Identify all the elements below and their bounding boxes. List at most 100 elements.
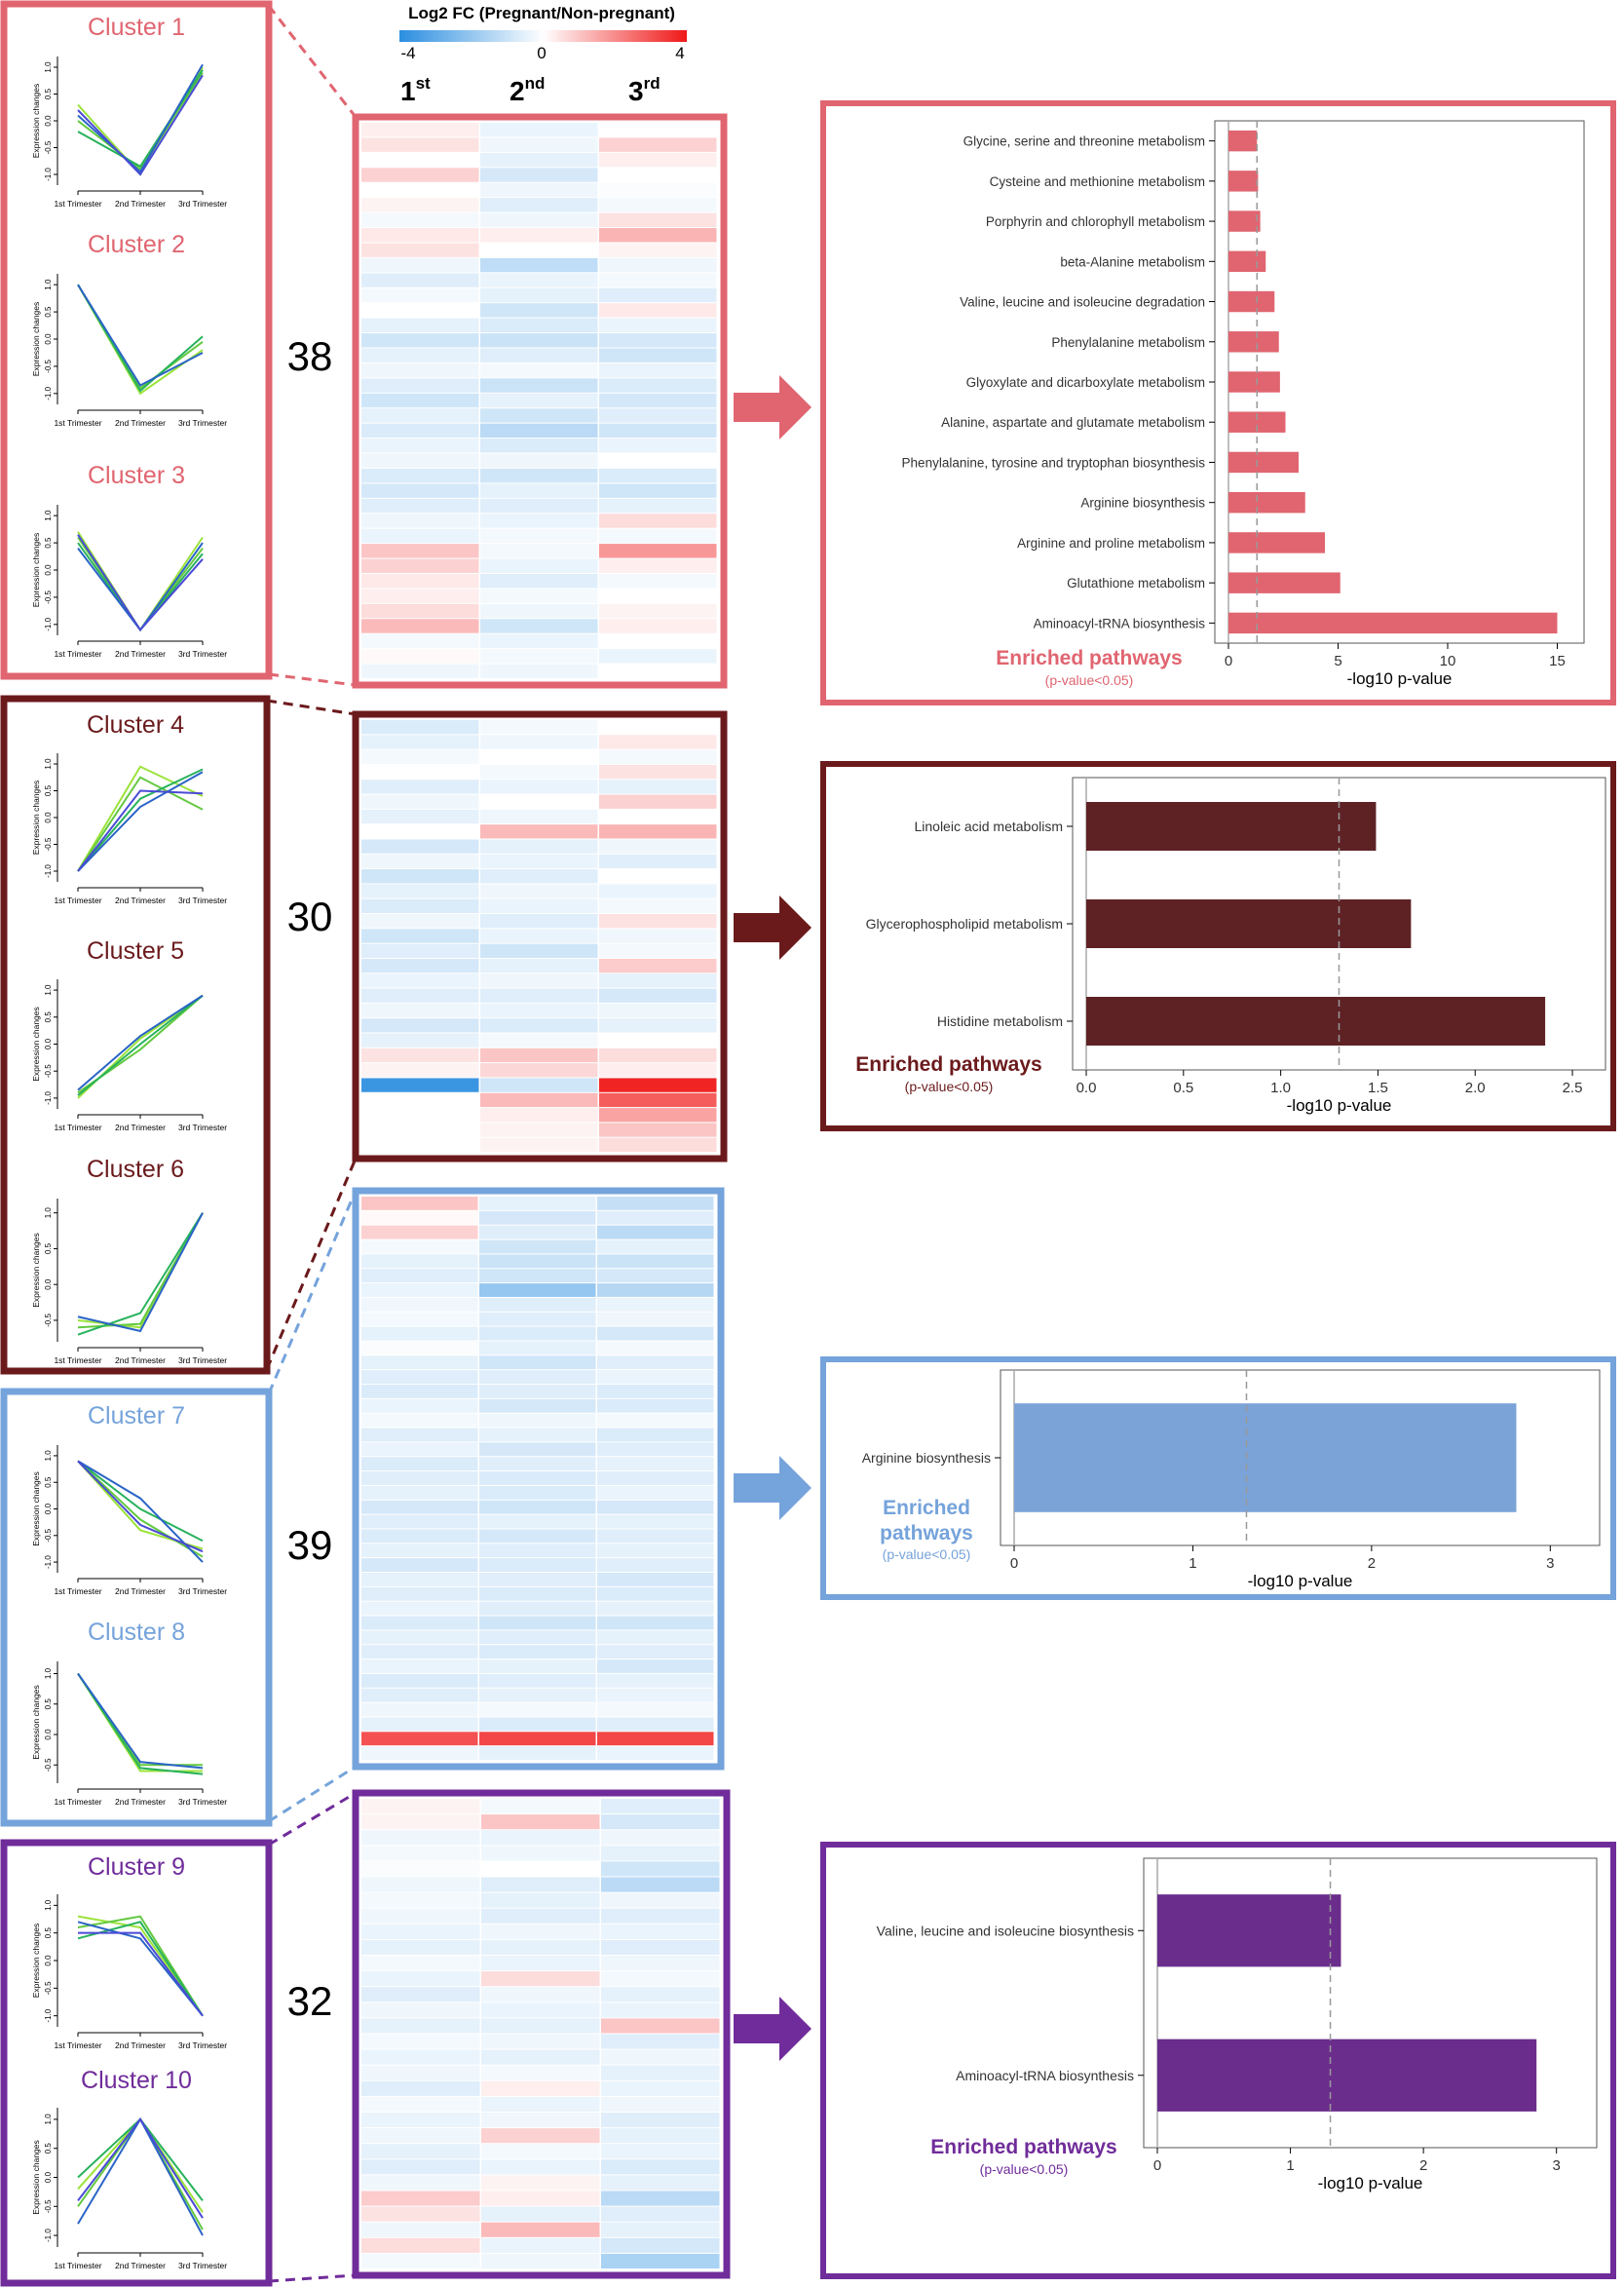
- heatmap-cell: [597, 1529, 714, 1544]
- heatmap-cell: [361, 2222, 480, 2237]
- heatmap-cell: [480, 1033, 598, 1048]
- heatmap-cell: [597, 1485, 714, 1500]
- y-tick-label: 1.0: [44, 2114, 53, 2125]
- heatmap-cell: [480, 514, 598, 528]
- heatmap-cell: [599, 468, 717, 483]
- heatmap-cell: [601, 2080, 720, 2096]
- y-axis-label: Expression changes: [31, 1924, 41, 1999]
- heatmap-cell: [601, 2065, 720, 2080]
- enrichment-panel: Linoleic acid metabolismGlycerophospholi…: [820, 761, 1616, 1131]
- heatmap-cell: [361, 1471, 478, 1485]
- cluster-series-line: [77, 1921, 204, 2017]
- heatmap-cell: [601, 2237, 720, 2253]
- y-tick-label: 0.5: [44, 88, 53, 99]
- heatmap-cell: [599, 1078, 717, 1092]
- heatmap-cell: [361, 273, 479, 287]
- heatmap-cell: [599, 749, 717, 764]
- cluster-series-line: [77, 1672, 204, 1775]
- heatmap-cell: [599, 1137, 717, 1152]
- y-tick-label: 0.0: [44, 812, 53, 823]
- x-tick-label: 1: [1189, 1555, 1196, 1572]
- heatmap-cell: [601, 1877, 720, 1892]
- x-tick-label: 1st Trimester: [54, 1123, 101, 1132]
- cluster-series-line: [77, 542, 204, 632]
- heatmap-cell: [597, 1558, 714, 1572]
- heatmap-cell: [480, 1018, 598, 1033]
- heatmap-cell: [361, 1799, 480, 1814]
- heatmap-cell: [480, 362, 598, 378]
- heatmap-cell: [479, 1398, 596, 1413]
- y-tick-label: 0.5: [44, 784, 53, 796]
- heatmap-cell: [361, 2144, 480, 2159]
- heatmap-cell: [599, 884, 717, 898]
- heatmap-cell: [601, 2049, 720, 2065]
- heatmap-cell: [361, 839, 479, 854]
- pathway-label: Glyoxylate and dicarboxylate metabolism: [966, 375, 1205, 390]
- heatmap-cell: [480, 1092, 598, 1108]
- heatmap-cell: [361, 1673, 478, 1688]
- heatmap-cell: [479, 1413, 596, 1428]
- heatmap-cell: [361, 1018, 479, 1033]
- heatmap-cell: [601, 2191, 720, 2206]
- heatmap-cell: [361, 780, 479, 794]
- cluster-series-line: [77, 1212, 204, 1336]
- cluster-title: Cluster 1: [88, 14, 185, 41]
- heatmap-cell: [597, 1616, 714, 1630]
- heatmap-cell: [479, 1717, 596, 1732]
- heatmap-cell: [361, 408, 479, 423]
- x-tick-label: 1.5: [1368, 1080, 1388, 1096]
- x-tick-label: 1st Trimester: [54, 1586, 101, 1596]
- heatmap-cell: [361, 1033, 479, 1048]
- x-tick-label: 0: [1153, 2157, 1161, 2174]
- heatmap-cell: [599, 273, 717, 287]
- heatmap-cell: [361, 1283, 478, 1297]
- pathway-bar: [1228, 572, 1341, 593]
- heatmap-cell: [597, 1688, 714, 1702]
- heatmap-cell: [599, 794, 717, 809]
- y-tick-label: 1.0: [44, 510, 53, 521]
- x-tick-label: 2nd Trimester: [115, 199, 166, 209]
- heatmap-cell: [599, 483, 717, 498]
- heatmap-cell: [480, 168, 598, 182]
- x-tick-label: 1st Trimester: [54, 418, 101, 428]
- heatmap-cell: [361, 483, 479, 498]
- heatmap-cell: [480, 393, 598, 408]
- heatmap-cell: [479, 1659, 596, 1673]
- heatmap-cell: [480, 348, 598, 362]
- heatmap-cell: [599, 287, 717, 303]
- heatmap-cell: [601, 2002, 720, 2018]
- heatmap-cell: [599, 198, 717, 212]
- pathway-bar: [1228, 210, 1261, 232]
- y-tick-label: 0.0: [44, 115, 53, 127]
- fold-change-legend: Log2 FC (Pregnant/Non-pregnant) -4 0 4: [399, 4, 687, 62]
- x-tick-label: 1st Trimester: [54, 1797, 101, 1807]
- x-tick-label: 1: [1286, 2157, 1294, 2174]
- heatmap-cell: [480, 854, 598, 869]
- y-tick-label: -1.0: [44, 2008, 53, 2022]
- heatmap-cell: [599, 1092, 717, 1108]
- heatmap-cell: [599, 839, 717, 854]
- cluster-series-line: [77, 776, 204, 872]
- heatmap-cell: [479, 1702, 596, 1717]
- cluster-series-line: [77, 994, 204, 1091]
- cluster-group-box: [0, 1388, 273, 1827]
- y-axis-label: Expression changes: [31, 1007, 41, 1082]
- legend-min-label: -4: [400, 44, 415, 62]
- pathway-bar: [1228, 130, 1258, 152]
- heatmap-cell: [597, 1239, 714, 1254]
- heatmap-cell: [361, 1108, 479, 1123]
- y-tick-label: -1.0: [44, 168, 53, 181]
- heatmap-cell: [481, 1877, 600, 1892]
- heatmap-cell: [361, 2049, 480, 2065]
- heatmap-cell: [601, 2128, 720, 2144]
- heatmap-cell: [480, 649, 598, 664]
- heatmap-cell: [480, 558, 598, 573]
- heatmap-cell: [601, 1846, 720, 1861]
- heatmap-cell: [480, 468, 598, 483]
- pathway-label: Cysteine and methionine metabolism: [990, 174, 1205, 189]
- heatmap-cell: [599, 182, 717, 198]
- heatmap-cell: [481, 1956, 600, 1971]
- heatmap-cell: [479, 1688, 596, 1702]
